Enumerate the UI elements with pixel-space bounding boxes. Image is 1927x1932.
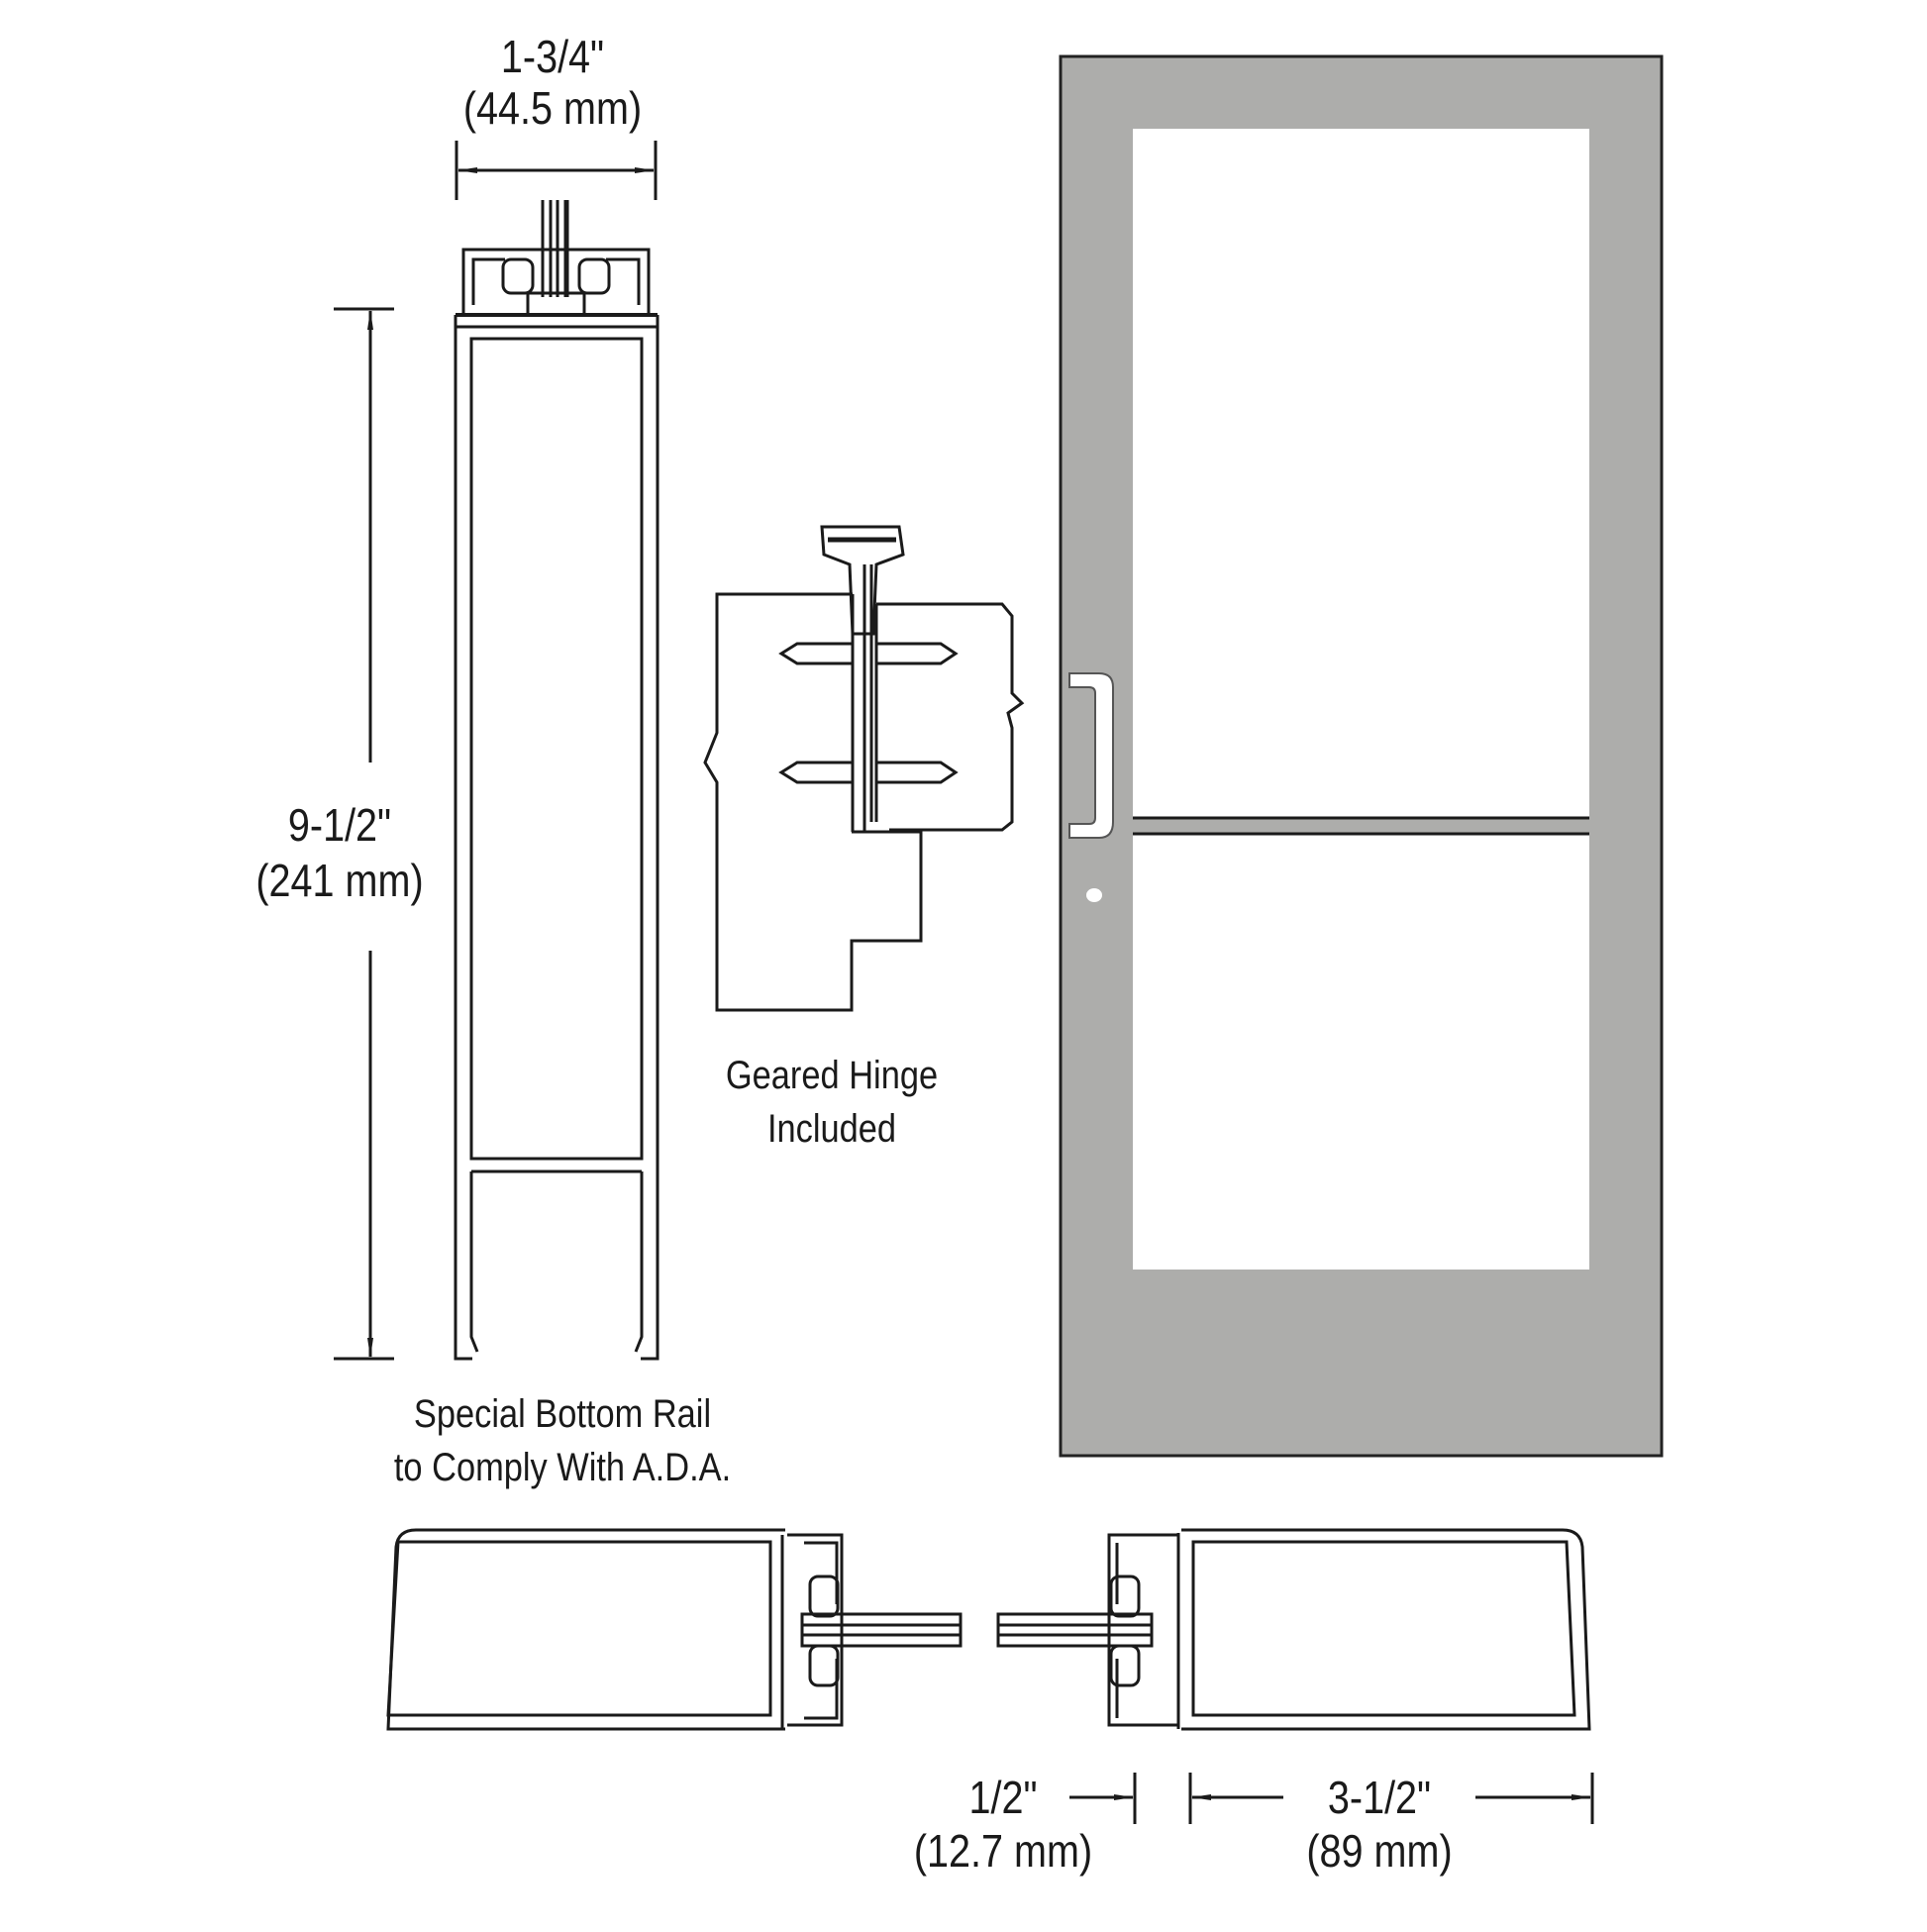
pull-handle <box>1068 672 1114 839</box>
bottom-rail-caption-line2: to Comply With A.D.A. <box>393 1446 732 1489</box>
rail-height-imperial-label: 9-1/2" <box>287 799 392 851</box>
rail-height-dimension <box>334 307 394 1361</box>
bottom-dimensions <box>1069 1773 1594 1824</box>
stile-width-metric-label: (89 mm) <box>1306 1825 1453 1877</box>
stile-width-imperial-label: 3-1/2" <box>1327 1772 1432 1823</box>
hinge-caption-line1: Geared Hinge <box>725 1054 939 1097</box>
rail-height-metric-label: (241 mm) <box>255 855 424 906</box>
plan-section-right <box>996 1528 1591 1731</box>
door-elevation <box>1059 54 1664 1458</box>
plan-section-left <box>386 1528 963 1731</box>
thickness-dimension <box>455 141 658 200</box>
lock-cylinder <box>1086 888 1102 902</box>
thickness-metric-label: (44.5 mm) <box>462 82 643 134</box>
bottom-rail-caption-line1: Special Bottom Rail <box>413 1392 712 1436</box>
hinge-caption-line2: Included <box>766 1107 897 1151</box>
rail-section <box>454 200 659 1361</box>
thickness-imperial-label: 1-3/4" <box>500 31 605 82</box>
glass-offset-imperial-label: 1/2" <box>968 1772 1038 1823</box>
geared-hinge-detail <box>703 525 1025 1012</box>
glass-offset-metric-label: (12.7 mm) <box>913 1825 1093 1877</box>
